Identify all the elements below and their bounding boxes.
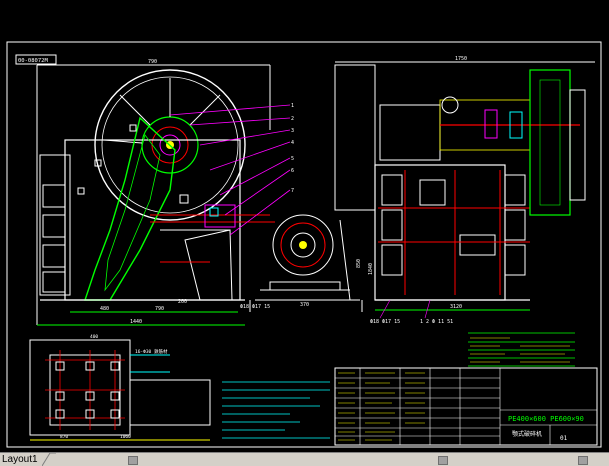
code-box [15,54,57,65]
bolt-label-3: 1 2 Ф 11 51 [420,319,453,325]
dim-3120: 3120 [450,304,462,310]
dim-1440: 1440 [130,319,142,325]
callout-2: 2 [291,116,294,122]
flywheel [94,69,246,221]
pulley-wheel [529,69,571,216]
callout-5: 5 [291,156,294,162]
bolt-label-2: Ф18 Ф17 15 [370,319,400,325]
layout-tab-bar: Layout1 [0,452,609,466]
callout-6: 6 [291,168,294,174]
side-elevation: 790 [36,59,294,326]
technical-notes [222,381,330,439]
scroll-marker-icon[interactable] [438,456,448,465]
bolt-label-1: Ф18 Ф17 15 [240,304,270,310]
title-sheet: 01 [560,435,568,442]
title-model: PE400×600 PE600×90 [508,415,584,423]
dim-400: 400 [90,334,98,340]
code-box-text: 00-08072M [18,58,48,64]
dim-1060: 1060 [120,434,131,440]
dim-790: 790 [155,306,164,312]
cad-drawing: 00-08072M 790 [6,41,602,448]
drawing-canvas[interactable]: 00-08072M 790 [0,0,609,452]
dim-870: 870 [60,434,68,440]
scroll-marker-icon[interactable] [128,456,138,465]
callout-4: 4 [291,140,294,146]
front-elevation: 1750 3120 1840 Ф18 Ф17 15 [334,56,595,325]
scroll-marker-icon[interactable] [578,456,588,465]
dim-top-left: 790 [148,59,157,65]
callout-7: 7 [291,188,294,194]
callout-3: 3 [291,128,294,134]
sheet-border [6,41,602,448]
callout-1: 1 [291,103,294,109]
dim-480: 480 [100,306,109,312]
dim-200: 200 [178,299,187,305]
tab-divider-icon [42,453,56,466]
motor-pulley-view: 370 850 Ф18 Ф17 15 [240,214,363,312]
plan-label: 16-Ф30 鉄筋材 [135,348,168,355]
dim-top-right: 1750 [455,56,467,62]
dim-850: 850 [356,259,362,268]
dim-370: 370 [300,302,309,308]
frame-body [64,139,241,301]
title-block: PE400×600 PE600×90 颚式破碎机 01 [334,367,598,446]
dim-1840: 1840 [368,263,374,275]
spec-table [468,332,575,367]
title-name: 颚式破碎机 [512,430,542,438]
foundation-plan: 16-Ф30 鉄筋材 870 1060 400 [29,334,211,441]
layout-tab[interactable]: Layout1 [2,454,38,465]
